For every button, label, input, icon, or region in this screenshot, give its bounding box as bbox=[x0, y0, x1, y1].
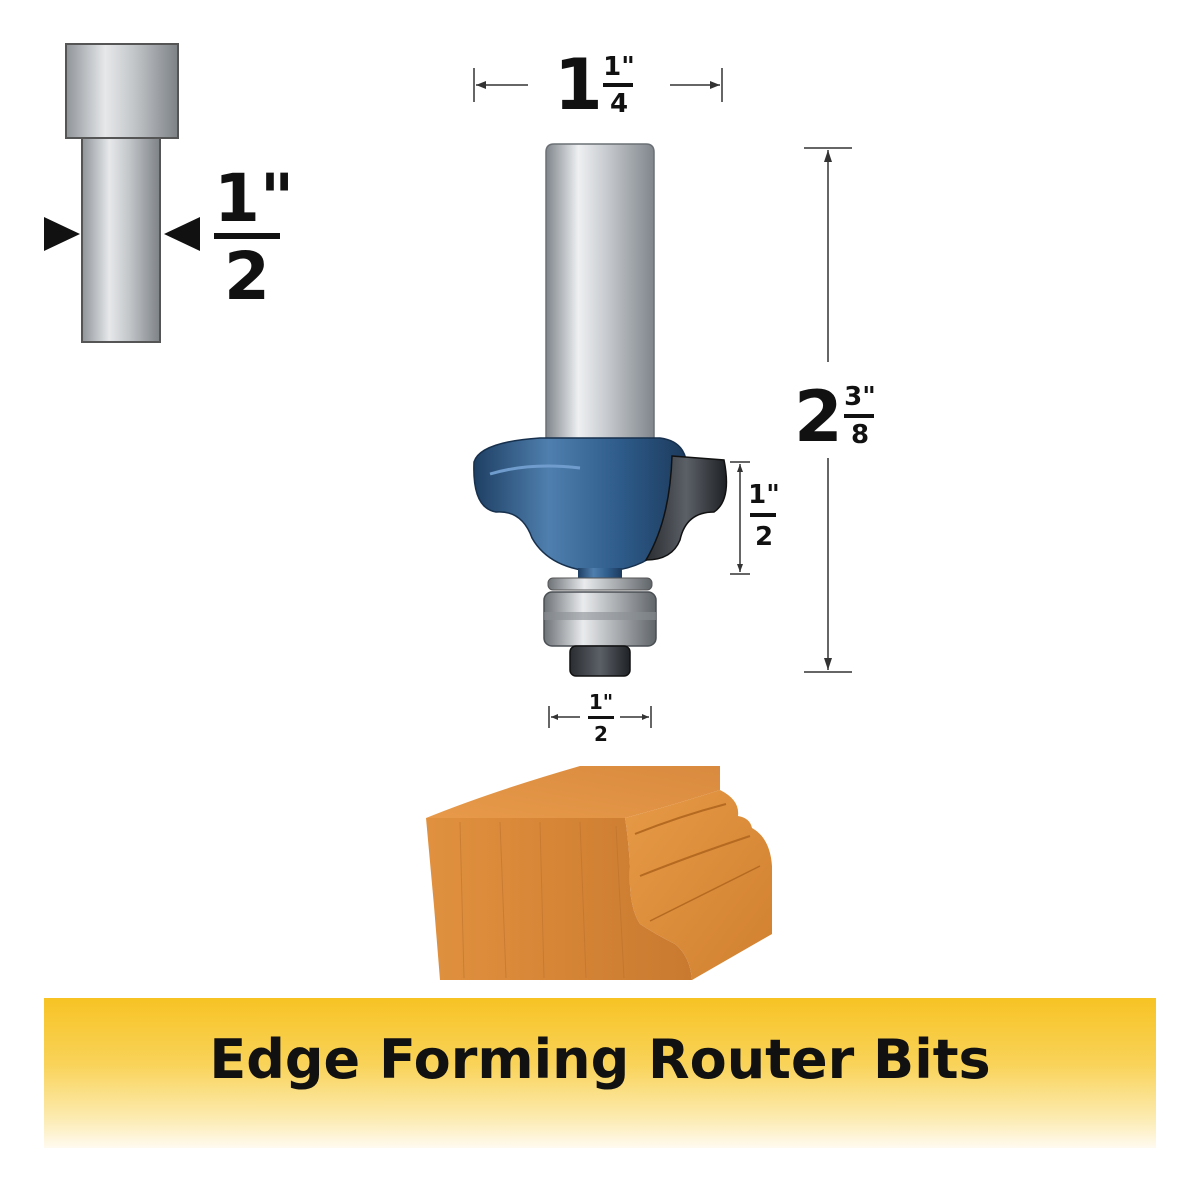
overall-length-numerator: 3" bbox=[844, 382, 876, 412]
router-bit-illustration bbox=[473, 143, 728, 677]
cutting-diameter-numerator: 1" bbox=[603, 52, 635, 82]
right-arrow-icon bbox=[164, 217, 200, 251]
cutting-diameter-dimension-line bbox=[473, 68, 723, 102]
title-banner: Edge Forming Router Bits bbox=[44, 998, 1156, 1148]
overall-length-whole: 2 bbox=[794, 376, 843, 458]
left-arrow-icon bbox=[44, 217, 80, 251]
overall-length-dimension-line bbox=[804, 147, 852, 673]
bearing-diameter-denominator: 2 bbox=[594, 722, 608, 746]
cutting-length-dimension-line bbox=[730, 461, 750, 575]
wood-profile-block bbox=[426, 766, 772, 980]
overall-length-bar bbox=[844, 414, 874, 418]
bearing-diameter-bar bbox=[588, 716, 614, 719]
cutting-length-bar bbox=[750, 513, 776, 517]
overall-length-denominator: 8 bbox=[850, 420, 870, 450]
cutting-length-denominator: 2 bbox=[754, 522, 774, 552]
shank-denominator: 2 bbox=[224, 238, 270, 315]
cutting-diameter-bar bbox=[603, 83, 633, 87]
shank-fraction-bar bbox=[214, 233, 280, 239]
cutting-diameter-whole: 1 bbox=[554, 44, 603, 126]
banner-title: Edge Forming Router Bits bbox=[209, 1028, 991, 1091]
bearing-diameter-dimension-line bbox=[548, 706, 652, 728]
shank-diameter-icon bbox=[44, 43, 200, 343]
cutting-length-numerator: 1" bbox=[748, 480, 780, 510]
bearing-diameter-numerator: 1" bbox=[588, 690, 614, 714]
shank-numerator: 1" bbox=[214, 160, 295, 237]
cutting-diameter-denominator: 4 bbox=[609, 89, 629, 119]
